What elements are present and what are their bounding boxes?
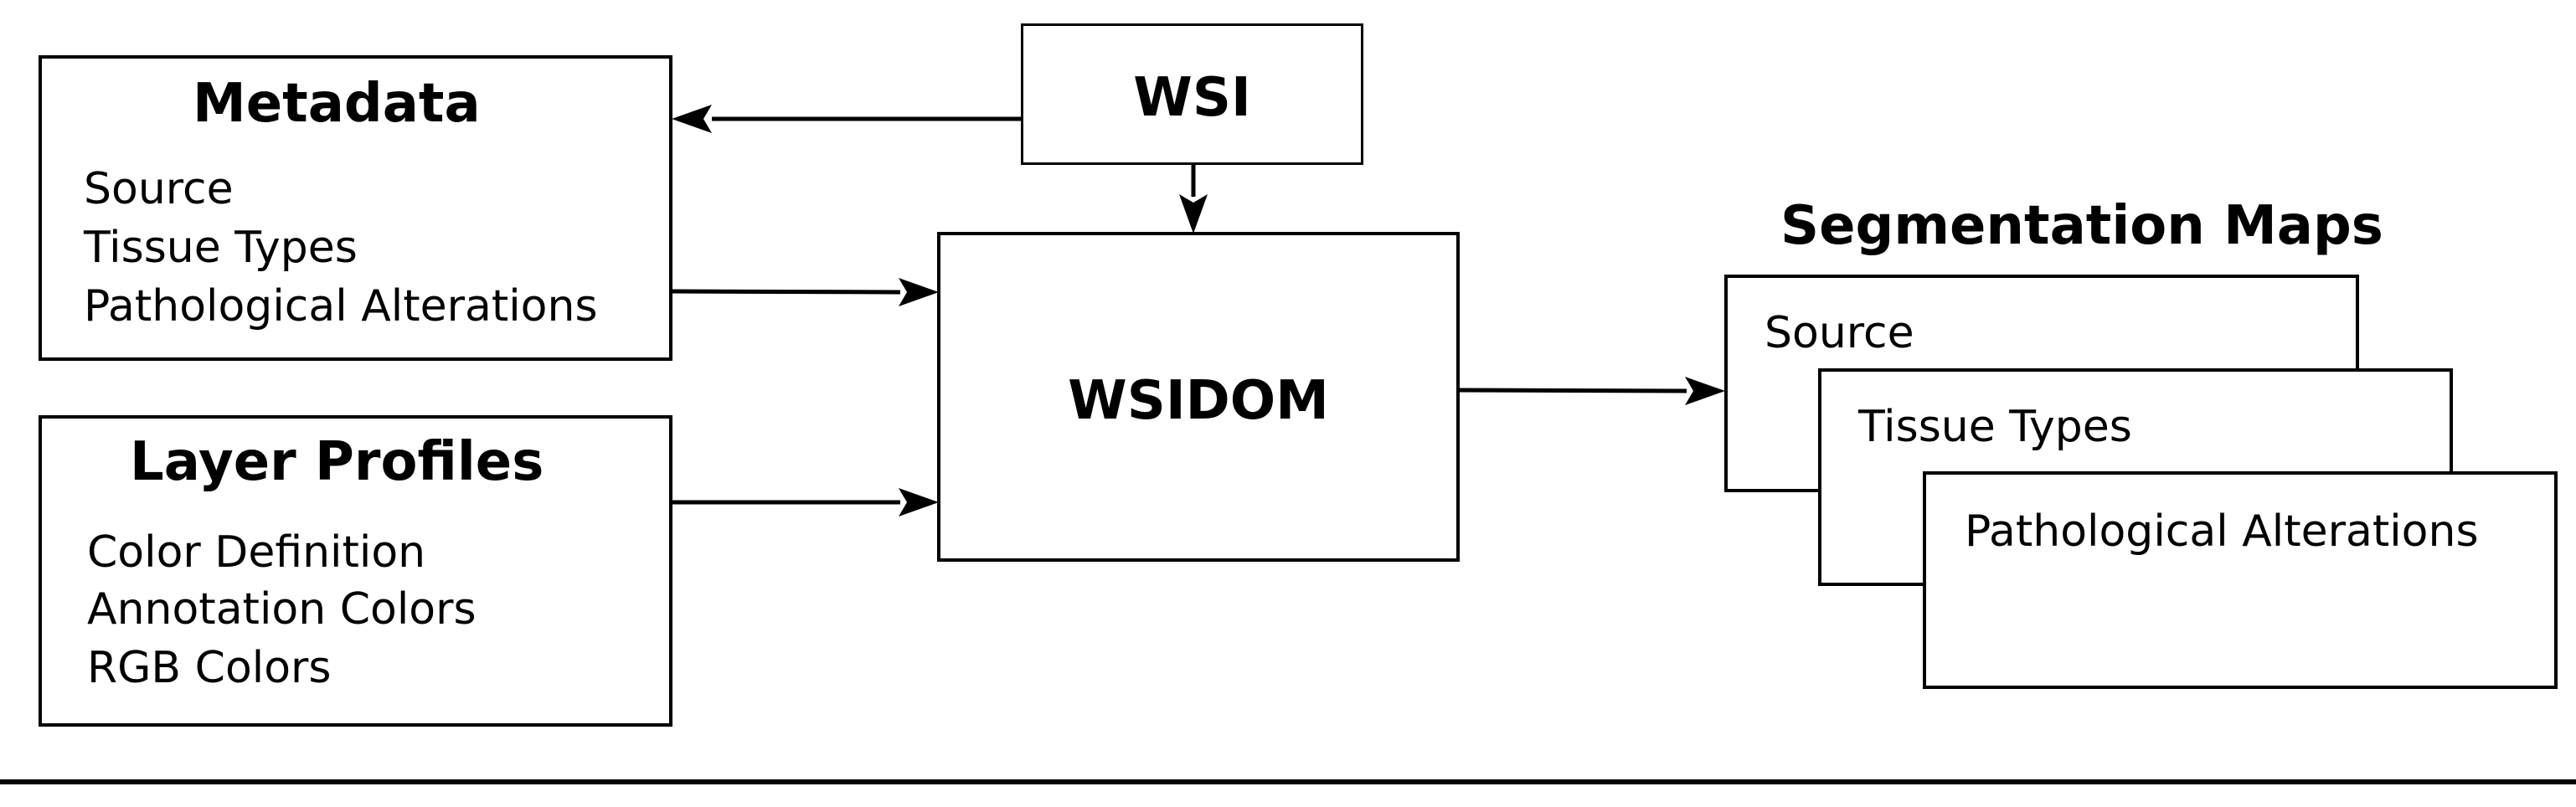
layer-profiles-box: Layer Profiles Color Definition Annotati… xyxy=(39,415,672,727)
arrow-layer-profiles-to-wsidom xyxy=(672,488,939,517)
wsi-title: WSI xyxy=(1133,67,1251,129)
wsidom-title: WSIDOM xyxy=(1068,370,1329,432)
segmentation-page-label: Tissue Types xyxy=(1858,402,2132,452)
arrow-wsi-to-wsidom xyxy=(1179,164,1208,234)
layer-profiles-item-color-definition: Color Definition xyxy=(87,527,426,578)
layer-profiles-title: Layer Profiles xyxy=(130,431,544,493)
wsi-box: WSI xyxy=(1021,23,1363,165)
arrow-wsi-to-metadata xyxy=(672,105,1022,133)
segmentation-maps-title: Segmentation Maps xyxy=(1780,195,2383,257)
metadata-box: Metadata Source Tissue Types Pathologica… xyxy=(39,55,672,361)
arrow-wsidom-to-segmentation-maps xyxy=(1457,377,1725,405)
wsidom-box: WSIDOM xyxy=(937,232,1460,562)
metadata-item-tissue-types: Tissue Types xyxy=(84,223,358,273)
segmentation-page-label: Source xyxy=(1765,308,1914,358)
segmentation-page-pathological-alterations: Pathological Alterations xyxy=(1923,471,2558,689)
layer-profiles-item-rgb-colors: RGB Colors xyxy=(87,643,332,693)
segmentation-page-label: Pathological Alterations xyxy=(1965,506,2479,557)
metadata-title: Metadata xyxy=(193,73,481,135)
arrow-metadata-to-wsidom xyxy=(671,278,939,306)
layer-profiles-item-annotation-colors: Annotation Colors xyxy=(87,584,477,635)
metadata-item-source: Source xyxy=(84,164,234,214)
metadata-item-pathological-alterations: Pathological Alterations xyxy=(84,281,598,332)
